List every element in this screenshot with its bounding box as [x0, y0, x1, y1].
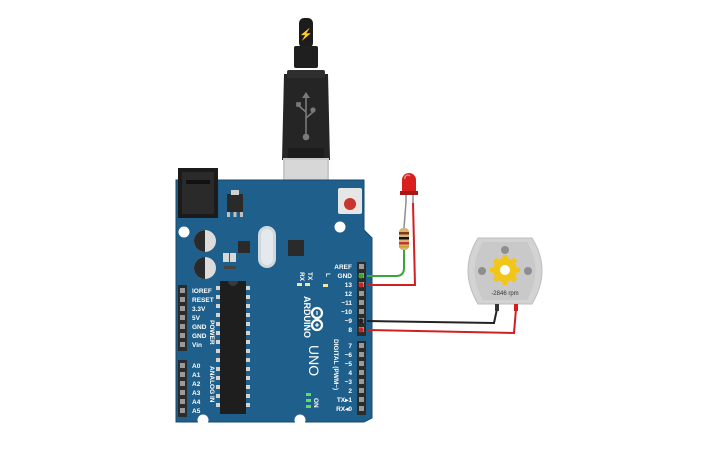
- on-label: ON: [312, 398, 319, 408]
- motor-terminal[interactable]: [495, 304, 499, 311]
- pin-label-9: ~9: [345, 318, 353, 325]
- pin-label-reset: RESET: [192, 297, 214, 304]
- wire-green-gnd[interactable]: [367, 250, 405, 277]
- usb-icon: [296, 98, 316, 141]
- pin-label-5: ~5: [345, 361, 353, 368]
- capacitor: [194, 257, 216, 279]
- pin-label-gnd: GND: [338, 273, 353, 280]
- pin-label-2: 2: [348, 388, 352, 395]
- mounting-hole: [294, 414, 306, 426]
- pin-label-3: ~3: [345, 379, 353, 386]
- mounting-hole: [197, 414, 209, 426]
- microcontroller-chip: [220, 281, 246, 414]
- power-header[interactable]: [178, 285, 187, 351]
- pin-label-13: 13: [345, 282, 353, 289]
- motor-screw: [501, 246, 509, 254]
- dc-motor[interactable]: -2846 rpm: [467, 237, 543, 311]
- usb-controller-chip: [288, 240, 304, 256]
- rx-label: RX: [298, 272, 305, 282]
- arduino-uno-board[interactable]: RX TX L ARDUINO UNO: [175, 168, 373, 426]
- pin-label-6: ~6: [345, 352, 353, 359]
- wire-endpoint[interactable]: [358, 327, 364, 333]
- mounting-hole: [178, 226, 190, 238]
- reset-button-cap[interactable]: [344, 198, 356, 210]
- pin-label-a5: A5: [192, 408, 201, 415]
- tx-label: TX: [306, 272, 313, 281]
- digital-header-top[interactable]: [357, 262, 366, 336]
- model-label: UNO: [306, 345, 322, 376]
- pin-label-gnd: GND: [192, 333, 207, 340]
- pin-label-vin: Vin: [192, 342, 202, 349]
- lightning-bolt-icon: ⚡: [299, 28, 313, 41]
- digital-header-title: DIGITAL (PWM~): [332, 339, 339, 390]
- wire-red-pin8[interactable]: [366, 308, 517, 335]
- pin-label-7: 7: [348, 343, 352, 350]
- pin-label-8: 8: [348, 327, 352, 334]
- tx-led: [305, 283, 310, 286]
- smd-chip: [238, 241, 250, 253]
- voltage-regulator: [227, 194, 243, 212]
- usb-strain-relief: [294, 46, 318, 68]
- wire-endpoint[interactable]: [358, 282, 364, 288]
- led[interactable]: [400, 173, 418, 203]
- l-led: [323, 284, 328, 287]
- arduino-logo-icon: [310, 306, 324, 332]
- pin-label-5v: 5V: [192, 315, 201, 322]
- analog-header-title: ANALOG IN: [208, 366, 215, 403]
- wire-endpoint[interactable]: [358, 273, 364, 279]
- on-led: [306, 393, 311, 408]
- pin-label-0: RX◂0: [336, 406, 352, 413]
- rx-led: [297, 283, 302, 286]
- brand-label: ARDUINO: [302, 296, 312, 338]
- l-led-label: L: [324, 273, 331, 277]
- pin-label-aref: AREF: [334, 264, 352, 271]
- pin-label-11: ~11: [341, 300, 352, 307]
- pin-label-3v3: 3.3V: [192, 306, 206, 313]
- motor-screw: [524, 267, 532, 275]
- pin-label-ioref: IOREF: [192, 288, 212, 295]
- power-header-title: POWER: [208, 320, 215, 345]
- pin-label-gnd: GND: [192, 324, 207, 331]
- motor-rpm-label: -2846 rpm: [491, 291, 518, 297]
- pin-label-1: TX▸1: [337, 397, 353, 404]
- pin-label-4: 4: [348, 370, 352, 377]
- mounting-hole: [334, 221, 346, 233]
- wire-endpoint[interactable]: [358, 318, 364, 324]
- capacitor: [194, 230, 216, 252]
- usb-cable-cord: [299, 18, 313, 48]
- wire-black-pin9[interactable]: [366, 308, 498, 325]
- resistor-lead: [403, 201, 407, 229]
- pin-label-10: ~10: [341, 309, 352, 316]
- pin-label-a3: A3: [192, 390, 201, 397]
- pin-label-a1: A1: [192, 372, 201, 379]
- gear-icon: [490, 255, 520, 285]
- pin-label-12: 12: [345, 291, 353, 298]
- motor-screw: [478, 267, 486, 275]
- pin-label-a0: A0: [192, 363, 201, 370]
- digital-header-bottom[interactable]: [357, 341, 366, 415]
- pin-label-a4: A4: [192, 399, 201, 406]
- pin-label-a2: A2: [192, 381, 201, 388]
- motor-terminal[interactable]: [514, 304, 518, 311]
- wire-red-pin13[interactable]: [367, 202, 417, 286]
- resistor[interactable]: [399, 228, 409, 250]
- chip-pins: [216, 286, 250, 407]
- analog-header[interactable]: [178, 360, 187, 417]
